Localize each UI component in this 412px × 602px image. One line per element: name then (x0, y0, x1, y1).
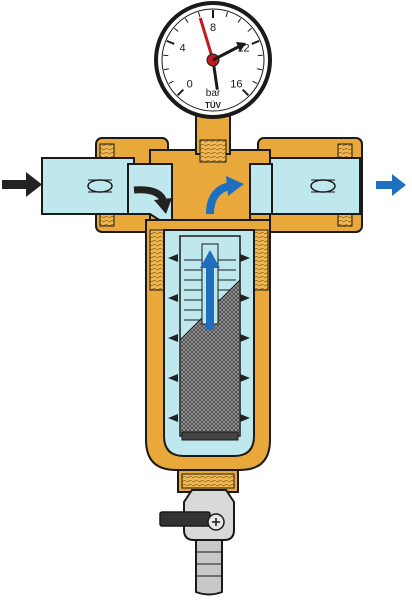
gauge-unit: bar (206, 88, 221, 99)
gauge-tick-label: 8 (210, 22, 216, 34)
valve-handle[interactable] (160, 512, 210, 526)
gauge-tick-label: 4 (179, 42, 185, 54)
outlet-arrow-icon (376, 174, 406, 196)
inlet-arrow-icon (2, 172, 42, 197)
gauge-tick-label: 16 (230, 78, 242, 90)
drain-valve (160, 470, 238, 595)
gauge-logo: TÜV (205, 101, 222, 110)
gauge-tick-label: 0 (187, 78, 193, 90)
